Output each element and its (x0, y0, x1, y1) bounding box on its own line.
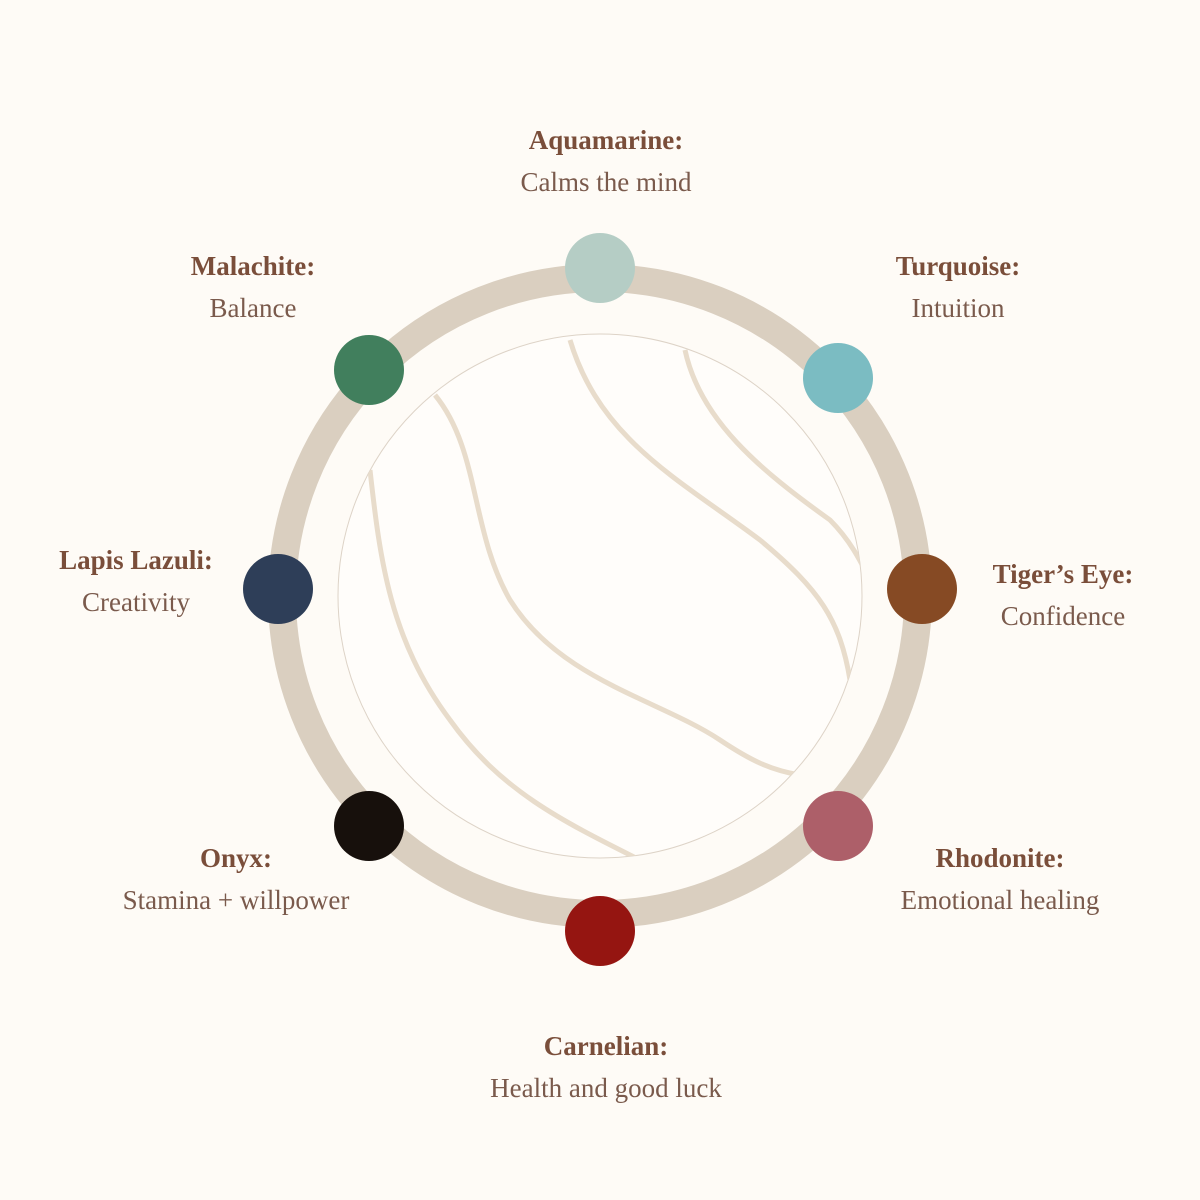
inner-circle (337, 333, 863, 859)
stone-name: Aquamarine: (528, 125, 684, 155)
stone-dot (334, 335, 404, 405)
stone-name: Rhodonite: (935, 843, 1065, 873)
stone-meaning: Emotional healing (900, 885, 1100, 915)
stone-label: Rhodonite: Emotional healing (901, 840, 1100, 924)
stone-meaning: Health and good luck (490, 1073, 722, 1103)
stone-meaning: Intuition (911, 293, 1005, 323)
stone-name: Malachite: (190, 251, 316, 281)
stone-meaning: Stamina + willpower (122, 885, 350, 915)
stone-meaning: Calms the mind (520, 167, 692, 197)
stone-dot (803, 343, 873, 413)
stone-label: Malachite: Balance (191, 248, 315, 332)
stone-dot (803, 791, 873, 861)
stone-meaning: Balance (209, 293, 297, 323)
stone-name: Lapis Lazuli: (59, 545, 213, 575)
stone-label: Onyx: Stamina + willpower (123, 840, 350, 924)
stone-name: Tiger’s Eye: (992, 559, 1134, 589)
stone-label: Lapis Lazuli: Creativity (59, 542, 213, 626)
stone-label: Turquoise: Intuition (896, 248, 1021, 332)
stone-dot (565, 896, 635, 966)
marble-veins (367, 339, 862, 858)
stone-dot (565, 233, 635, 303)
stone-meaning: Creativity (82, 587, 190, 617)
stone-name: Onyx: (199, 843, 273, 873)
stone-label: Aquamarine: Calms the mind (521, 122, 692, 206)
stone-dot (887, 554, 957, 624)
stone-dot (334, 791, 404, 861)
stone-meaning: Confidence (1000, 601, 1126, 631)
stone-label: Tiger’s Eye: Confidence (993, 556, 1134, 640)
stone-name: Turquoise: (895, 251, 1021, 281)
stone-label: Carnelian: Health and good luck (490, 1028, 722, 1112)
stone-dot (243, 554, 313, 624)
stone-name: Carnelian: (543, 1031, 669, 1061)
